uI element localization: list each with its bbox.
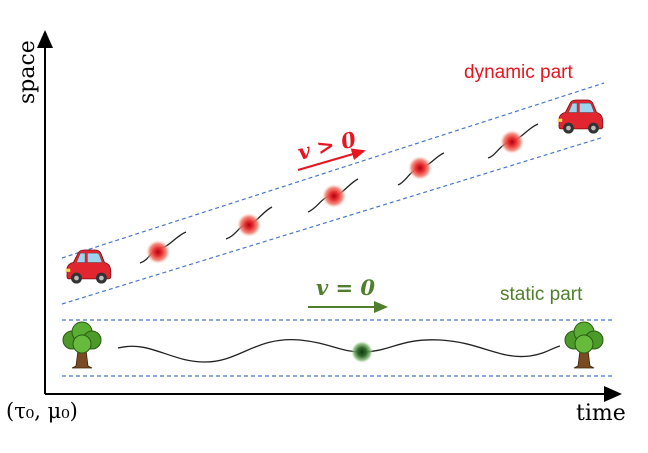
green-blob-icon <box>351 341 373 363</box>
static-part-label: static part <box>500 284 583 305</box>
car-icon <box>557 99 604 134</box>
dynamic-velocity-label: v > 0 <box>295 126 359 165</box>
dynamic-band-upper <box>61 82 605 259</box>
dynamic-part-label: dynamic part <box>464 62 573 83</box>
dynamic-velocity-arrow <box>297 148 366 171</box>
static-velocity-label: v = 0 <box>316 275 375 300</box>
tree-icon <box>62 321 102 369</box>
time-axis-label: time <box>576 401 626 426</box>
dynamic-particles <box>146 130 524 264</box>
red-blob-icon <box>500 130 524 154</box>
tree-icon <box>564 321 604 369</box>
red-blob-icon <box>237 213 261 237</box>
red-blob-icon <box>146 240 170 264</box>
space-axis-label: space <box>15 40 40 104</box>
static-trajectory <box>117 338 561 363</box>
red-blob-icon <box>408 156 432 180</box>
dynamic-band-lower <box>61 136 605 305</box>
origin-label: (τ₀, μ₀) <box>6 399 78 423</box>
red-blob-icon <box>322 184 346 208</box>
